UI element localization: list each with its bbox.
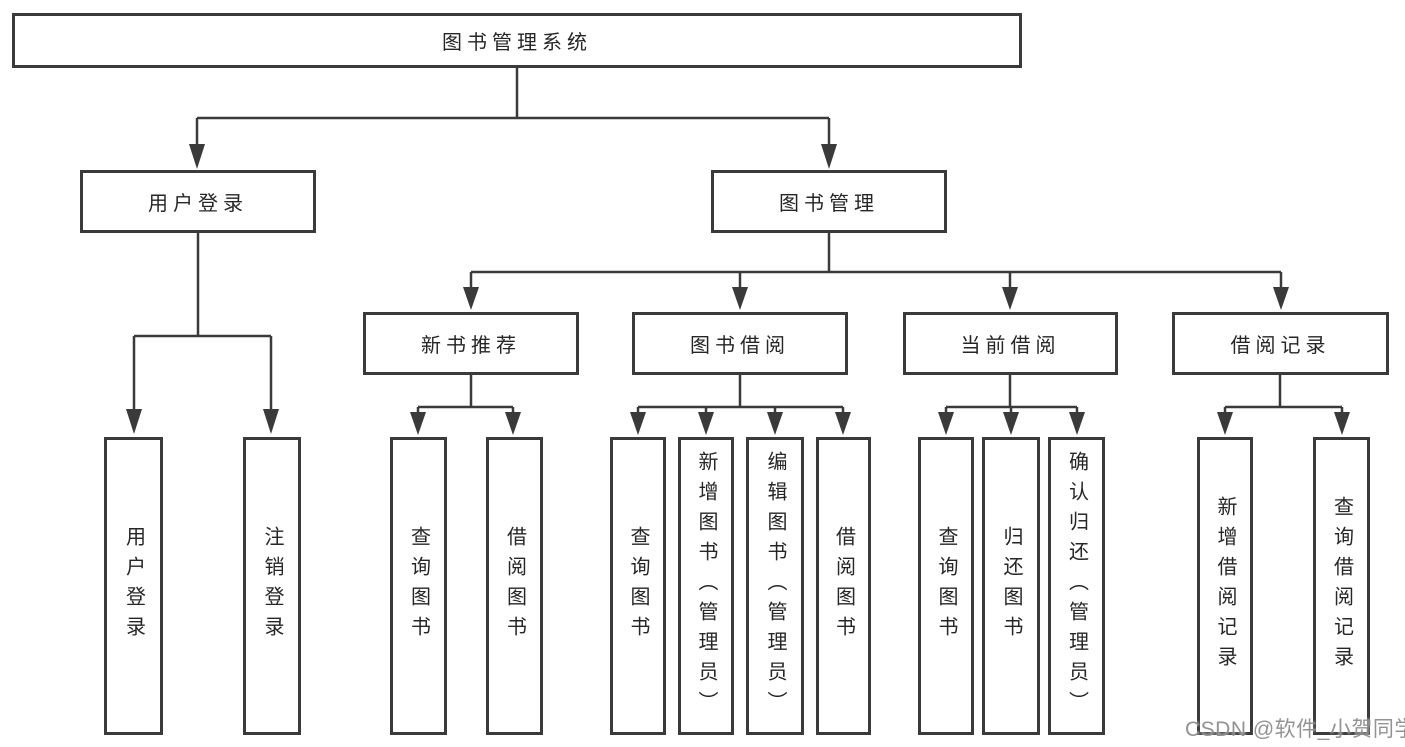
node-current-borrowing: 当前借阅 — [903, 312, 1118, 375]
node-label: 用户登录 — [122, 526, 145, 646]
node-label: 查询图书 — [935, 526, 957, 646]
node-leaf-return-books: 归还图书 — [982, 437, 1040, 735]
csdn-watermark: CSDN @软件_小贺同学 — [1185, 718, 1405, 741]
node-leaf-query-books-recommend: 查询图书 — [390, 437, 447, 735]
node-new-book-recommendation: 新书推荐 — [363, 312, 579, 375]
node-user-login-module: 用户登录 — [80, 170, 316, 233]
node-label: 图书管理系统 — [442, 32, 592, 54]
node-leaf-query-borrow-record: 查询借阅记录 — [1313, 437, 1370, 735]
node-leaf-borrow-books-recommend: 借阅图书 — [486, 437, 543, 735]
node-label: 用户登录 — [148, 193, 248, 215]
node-leaf-user-login: 用户登录 — [104, 437, 163, 735]
node-leaf-edit-books-admin: 编辑图书（管理员） — [746, 437, 804, 735]
node-label: 借阅记录 — [1230, 335, 1331, 357]
node-borrowing-records: 借阅记录 — [1172, 312, 1389, 375]
node-label: 新增借阅记录 — [1214, 496, 1236, 676]
node-label: 查询图书 — [407, 526, 430, 646]
node-label: 新增图书（管理员） — [695, 451, 717, 721]
node-label: 借阅图书 — [503, 526, 526, 646]
node-label: 归还图书 — [1000, 526, 1022, 646]
node-leaf-borrow-books: 借阅图书 — [816, 437, 871, 735]
node-leaf-add-borrow-record: 新增借阅记录 — [1197, 437, 1253, 735]
node-leaf-query-books-borrow: 查询图书 — [610, 437, 666, 735]
node-label: 注销登录 — [261, 526, 283, 646]
node-label: 查询图书 — [627, 526, 649, 646]
node-label: 当前借阅 — [960, 335, 1061, 357]
node-label: 图书管理 — [779, 193, 879, 215]
node-leaf-logout: 注销登录 — [243, 437, 301, 735]
node-label: 确认归还（管理员） — [1065, 451, 1088, 721]
node-root-library-system: 图书管理系统 — [12, 13, 1022, 68]
node-leaf-query-books-current: 查询图书 — [918, 437, 974, 735]
node-book-borrowing: 图书借阅 — [632, 312, 848, 375]
node-label: 编辑图书（管理员） — [764, 451, 786, 721]
node-leaf-confirm-return-admin: 确认归还（管理员） — [1048, 437, 1105, 735]
node-book-management-module: 图书管理 — [711, 170, 947, 233]
node-label: 图书借阅 — [690, 335, 790, 357]
node-label: 借阅图书 — [832, 526, 855, 646]
node-label: 新书推荐 — [421, 335, 521, 357]
node-leaf-add-books-admin: 新增图书（管理员） — [678, 437, 734, 735]
node-label: 查询借阅记录 — [1330, 496, 1353, 676]
